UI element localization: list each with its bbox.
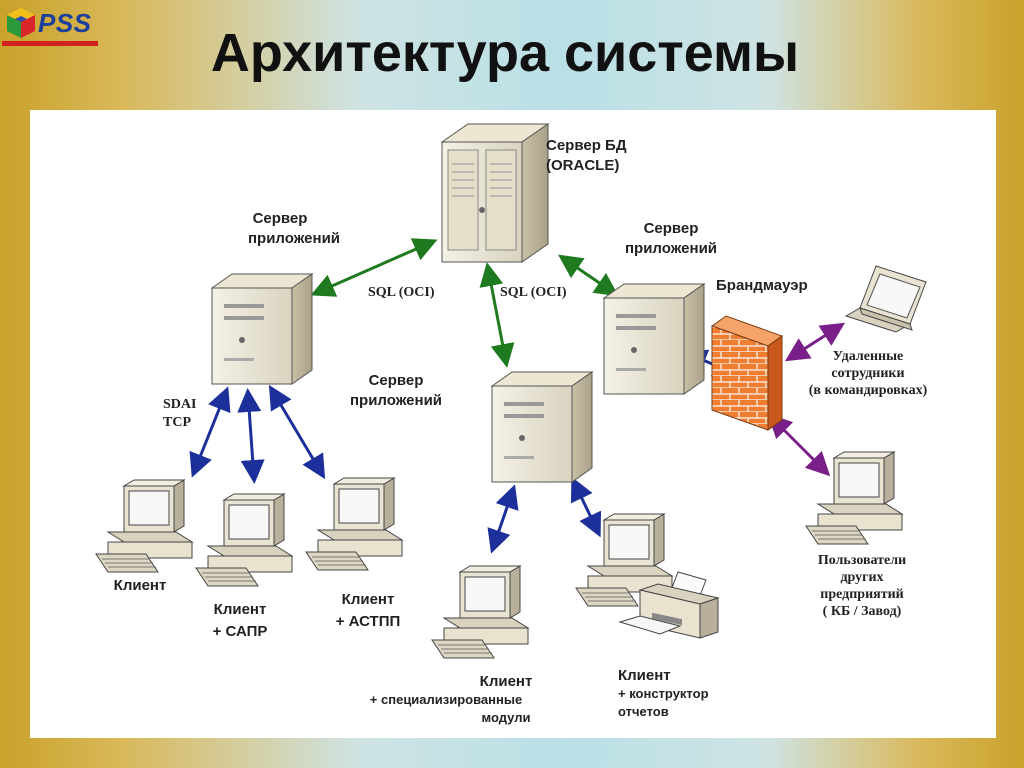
client2-label-1: Клиент — [214, 601, 267, 618]
app-server-left-icon — [211, 273, 313, 385]
pss-logo: PSS — [2, 4, 98, 48]
remote-arrow — [784, 322, 846, 362]
app-server-right-label-1: Сервер — [644, 220, 699, 237]
client5-label-3: отчетов — [618, 704, 669, 719]
client4-label-3: модули — [482, 710, 531, 725]
client3-arrow — [268, 384, 326, 480]
db-server-label-1: Сервер БД — [546, 137, 627, 154]
app-server-center-label-2: приложений — [350, 392, 442, 409]
printer-icon — [618, 571, 720, 639]
other-users-label-2: других — [840, 570, 883, 585]
client5-label-2: + конструктор — [618, 686, 709, 701]
client1-label: Клиент — [114, 577, 167, 594]
client4-arrow — [487, 484, 519, 554]
sdai-label: SDAI — [163, 397, 196, 412]
sql-left-label: SQL (OCI) — [368, 285, 435, 300]
app-server-left-label-2: приложений — [248, 230, 340, 247]
page-title: Архитектура системы — [210, 23, 800, 83]
other-users-label-1: Пользователи — [818, 553, 906, 568]
laptop-icon — [844, 265, 927, 333]
app-server-center-label-1: Сервер — [369, 372, 424, 389]
client1-icon — [95, 479, 193, 573]
tcp-label: TCP — [163, 415, 191, 430]
logo-bar — [2, 41, 98, 46]
client2-icon — [195, 493, 293, 587]
sql-center-label: SQL (OCI) — [500, 285, 567, 300]
sql-arrow-right — [558, 254, 619, 297]
other-users-label-3: предприятий — [820, 587, 903, 602]
firewall-label: Брандмауэр — [716, 277, 808, 294]
sql-arrow-left — [310, 238, 438, 297]
client5-arrow — [570, 476, 602, 538]
client5-label-1: Клиент — [618, 667, 671, 684]
remote-label-1: Удаленные — [833, 349, 903, 364]
db-server-icon — [440, 123, 550, 263]
remote-label-2: сотрудники — [831, 366, 904, 381]
client2-label-2: + САПР — [213, 623, 268, 640]
client3-label-1: Клиент — [342, 591, 395, 608]
logo-cube-icon — [7, 8, 35, 38]
client4-label-1: Клиент — [480, 673, 533, 690]
client4-label-2: + специализированные — [370, 692, 522, 707]
client2-arrow — [237, 388, 265, 484]
db-server-label-2: (ORACLE) — [546, 157, 619, 174]
connection-arrows — [189, 238, 846, 554]
client4-icon — [431, 565, 529, 659]
remote-label-3: (в командировках) — [809, 383, 928, 398]
app-server-center-icon — [491, 371, 593, 483]
sql-arrow-center — [479, 262, 515, 368]
app-server-right-label-2: приложений — [625, 240, 717, 257]
client3-label-2: + АСТПП — [336, 613, 401, 630]
app-server-right-icon — [603, 283, 705, 395]
other-users-label-4: ( КБ / Завод) — [823, 604, 902, 619]
app-server-left-label-1: Сервер — [253, 210, 308, 227]
client1-arrow — [189, 386, 231, 478]
logo-text: PSS — [38, 8, 92, 38]
client3-icon — [305, 477, 403, 571]
firewall-icon — [710, 315, 784, 431]
other-users-arrow — [767, 413, 831, 477]
